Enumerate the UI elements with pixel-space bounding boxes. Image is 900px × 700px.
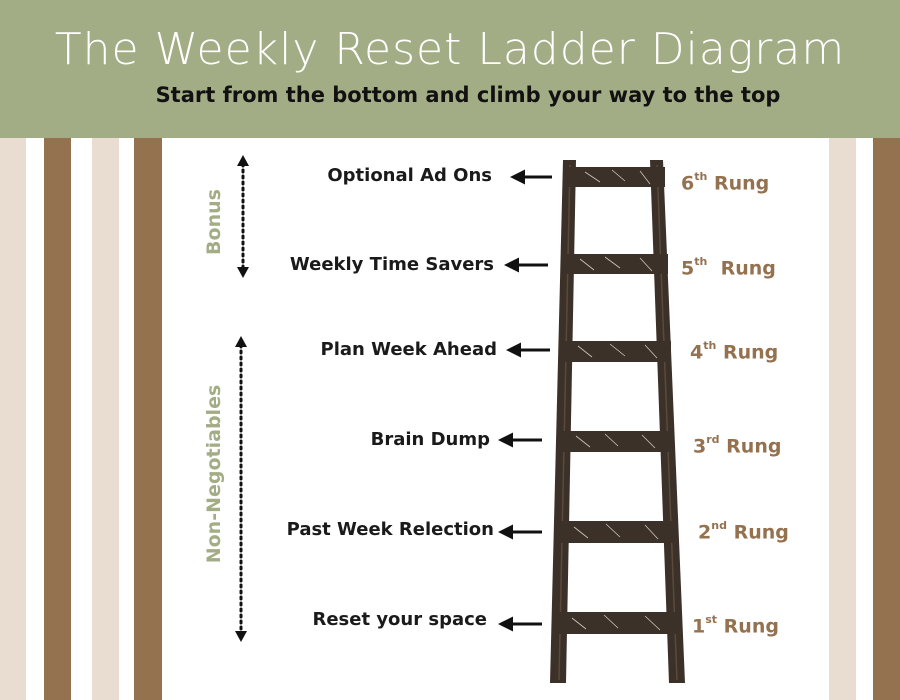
rung-label-3: 3rd Rung (693, 430, 781, 458)
stripe-left-4 (134, 138, 162, 700)
rung-label-6: 6th Rung (681, 167, 769, 195)
group-label-non-negotiables: Non-Negotiables (203, 384, 225, 564)
step-label-2: Past Week Relection (286, 519, 494, 540)
step-label-1: Reset your space (312, 609, 487, 630)
group-label-bonus: Bonus (203, 189, 225, 255)
header-banner: The Weekly Reset Ladder Diagram Start fr… (0, 0, 900, 138)
ladder-rung-1 (553, 612, 680, 634)
rung-suffix-5: th (694, 255, 708, 268)
rung-number-6: 6 (681, 172, 695, 195)
rung-suffix-1: st (705, 613, 718, 626)
rung-label-2: 2nd Rung (698, 516, 789, 544)
rung-word-4: Rung (722, 341, 779, 364)
step-label-5: Weekly Time Savers (289, 254, 494, 275)
ladder-left-rail (550, 160, 576, 683)
rung-suffix-2: nd (711, 519, 727, 532)
rung-word-1: Rung (723, 615, 779, 638)
ladder-rung-6 (563, 167, 665, 187)
bonus-range-arrow-up (237, 155, 249, 166)
stripe-right-2 (873, 138, 900, 700)
rung-number-5: 5 (681, 257, 695, 280)
rung-suffix-6: th (694, 170, 708, 183)
bonus-range-arrow-down (237, 267, 249, 278)
ladder-rung-5 (561, 254, 668, 274)
rung-label-4: 4th Rung (690, 336, 778, 364)
rung-number-3: 3 (693, 435, 707, 458)
rung-word-5: Rung (720, 257, 776, 280)
stripe-right-1 (829, 138, 856, 700)
stripe-left-2 (44, 138, 71, 700)
step-label-4: Plan Week Ahead (320, 339, 497, 360)
rung-word-2: Rung (733, 521, 789, 544)
rung-word-6: Rung (713, 172, 770, 195)
stripe-left-1 (0, 138, 26, 700)
ladder-right-rail-grain (656, 164, 678, 681)
ladder-rung-4 (559, 341, 671, 362)
stripe-left-3 (92, 138, 119, 700)
rung-word-3: Rung (726, 435, 782, 458)
rung-number-1: 1 (692, 615, 706, 638)
non-negotiables-range-arrow-up (235, 336, 247, 347)
step-label-3: Brain Dump (370, 429, 490, 450)
rung-number-2: 2 (698, 521, 712, 544)
rung-suffix-3: rd (706, 433, 720, 446)
page-subtitle: Start from the bottom and climb your way… (155, 83, 781, 107)
step-label-6: Optional Ad Ons (327, 165, 492, 186)
rung-label-5: 5th Rung (681, 252, 776, 280)
non-negotiables-range-arrow-down (235, 631, 247, 642)
rung-label-1: 1st Rung (692, 610, 779, 638)
rung-suffix-4: th (703, 339, 717, 352)
ladder-left-rail-grain (558, 164, 571, 681)
ladder-rung-3 (557, 431, 674, 452)
ladder-rung-2 (555, 521, 677, 543)
page-title: The Weekly Reset Ladder Diagram (54, 24, 846, 75)
rung-number-4: 4 (690, 341, 704, 364)
